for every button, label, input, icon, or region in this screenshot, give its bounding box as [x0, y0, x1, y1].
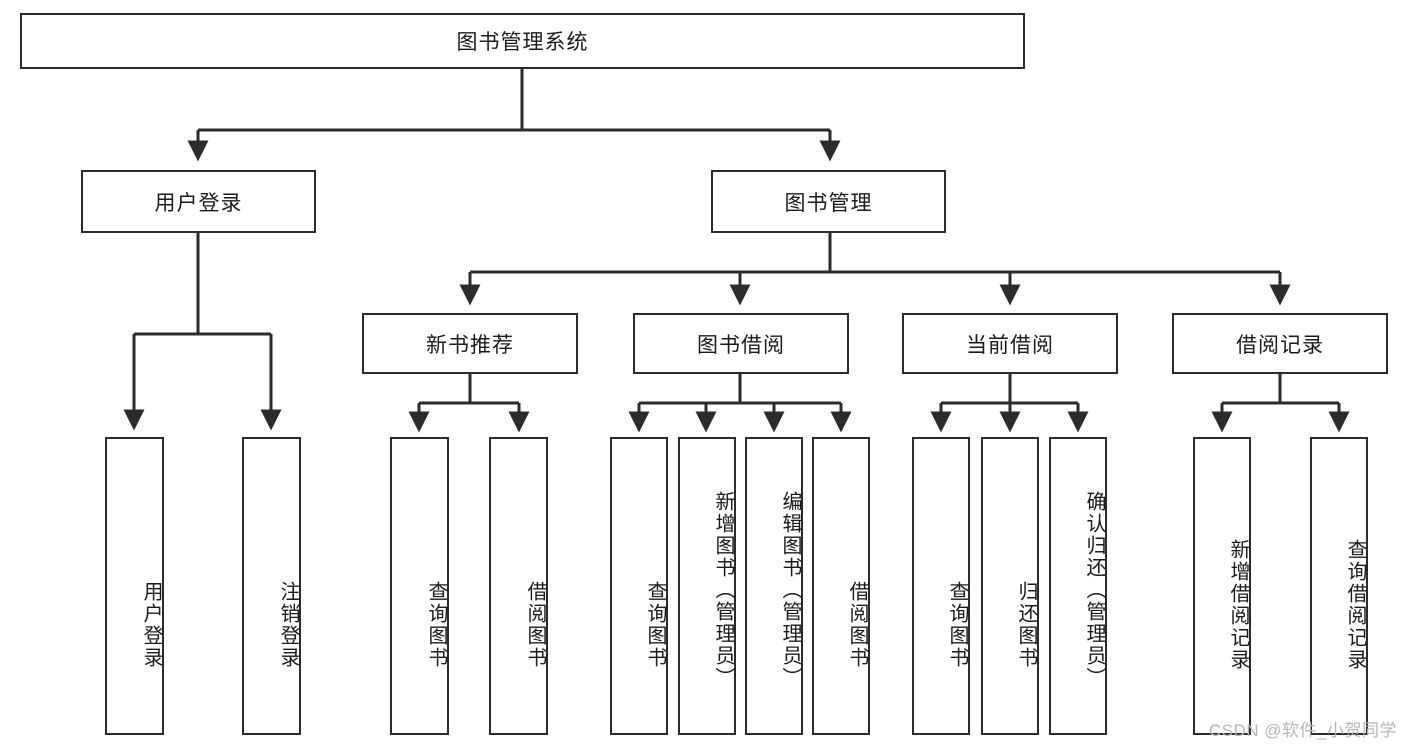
leaf-query-borrow-record[interactable]: 查询借阅记录: [1310, 437, 1368, 735]
leaf-query-book-borrow[interactable]: 查询图书: [610, 437, 668, 735]
node-label: 查询图书: [946, 581, 968, 669]
leaf-user-login[interactable]: 用户登录: [105, 437, 164, 735]
node-user-login[interactable]: 用户登录: [81, 170, 316, 233]
node-label: 图书管理系统: [456, 31, 589, 54]
node-label: 借阅记录: [1236, 333, 1324, 357]
leaf-return-book[interactable]: 归还图书: [981, 437, 1039, 735]
node-label: 归还图书: [1015, 581, 1037, 669]
node-label: 借阅图书: [524, 581, 546, 669]
node-book-management[interactable]: 图书管理: [711, 170, 946, 233]
leaf-logout-login[interactable]: 注销登录: [242, 437, 301, 735]
leaf-borrow-book[interactable]: 借阅图书: [812, 437, 870, 735]
leaf-borrow-book-recommend[interactable]: 借阅图书: [489, 437, 548, 735]
node-label: 查询借阅记录: [1344, 539, 1366, 671]
node-label: 图书管理: [784, 191, 873, 215]
node-label: 用户登录: [140, 581, 162, 669]
node-label: 查询图书: [425, 581, 447, 669]
leaf-confirm-return-admin[interactable]: 确认归还（管理员）: [1049, 437, 1107, 735]
node-label: 注销登录: [277, 581, 299, 669]
node-label: 编辑图书（管理员）: [779, 491, 801, 689]
leaf-edit-book-admin[interactable]: 编辑图书（管理员）: [745, 437, 803, 735]
node-label: 借阅图书: [846, 581, 868, 669]
leaf-add-book-admin[interactable]: 新增图书（管理员）: [678, 437, 736, 735]
node-label: 新书推荐: [426, 333, 514, 357]
node-label: 新增图书（管理员）: [712, 491, 734, 689]
leaf-add-borrow-record[interactable]: 新增借阅记录: [1193, 437, 1251, 735]
leaf-query-book-current[interactable]: 查询图书: [912, 437, 970, 735]
node-new-book-recommend[interactable]: 新书推荐: [362, 313, 578, 374]
node-book-borrow[interactable]: 图书借阅: [633, 313, 849, 374]
watermark-text: CSDN @软件_小贺同学: [1208, 721, 1397, 740]
node-label: 查询图书: [644, 581, 666, 669]
node-label: 图书借阅: [697, 333, 785, 357]
node-label: 用户登录: [154, 191, 243, 215]
node-current-borrow[interactable]: 当前借阅: [902, 313, 1118, 374]
node-label: 新增借阅记录: [1227, 539, 1249, 671]
node-label: 确认归还（管理员）: [1083, 491, 1105, 689]
node-borrow-record[interactable]: 借阅记录: [1172, 313, 1388, 374]
node-label: 当前借阅: [966, 333, 1054, 357]
node-root-system[interactable]: 图书管理系统: [20, 13, 1025, 69]
leaf-query-book-recommend[interactable]: 查询图书: [390, 437, 449, 735]
